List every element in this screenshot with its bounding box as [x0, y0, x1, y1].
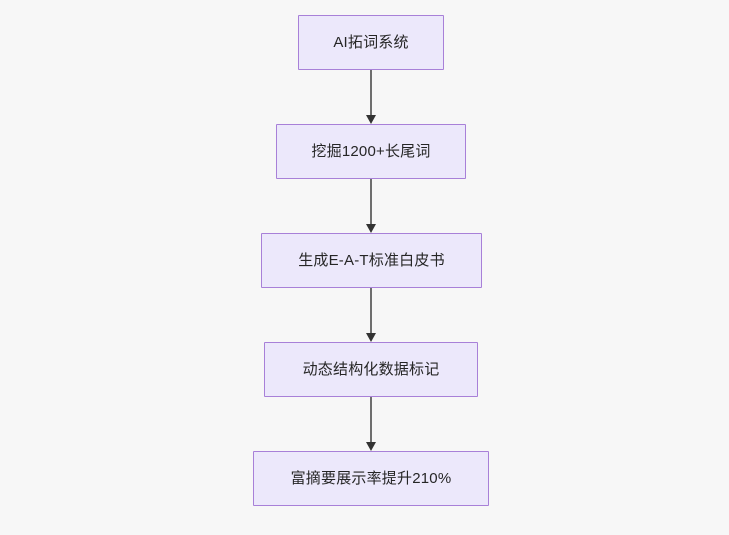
- flowchart-edge-2: [364, 179, 378, 233]
- flowchart-node-label: AI拓词系统: [333, 34, 409, 51]
- flowchart-node-label: 动态结构化数据标记: [302, 361, 440, 378]
- flowchart-node-label: 生成E-A-T标准白皮书: [298, 252, 445, 269]
- flowchart-node-2[interactable]: 挖掘1200+长尾词: [276, 124, 466, 179]
- arrow-down-icon: [366, 442, 376, 451]
- flowchart-edge-4: [364, 397, 378, 451]
- flowchart-node-3[interactable]: 生成E-A-T标准白皮书: [261, 233, 482, 288]
- arrow-down-icon: [366, 224, 376, 233]
- flowchart-node-1[interactable]: AI拓词系统: [298, 15, 444, 70]
- edge-line: [370, 70, 372, 115]
- flowchart-node-5[interactable]: 富摘要展示率提升210%: [253, 451, 489, 506]
- flowchart-node-label: 富摘要展示率提升210%: [290, 470, 452, 487]
- arrow-down-icon: [366, 333, 376, 342]
- edge-line: [370, 288, 372, 333]
- flowchart-node-4[interactable]: 动态结构化数据标记: [264, 342, 478, 397]
- flowchart-edge-1: [364, 70, 378, 124]
- flowchart-edge-3: [364, 288, 378, 342]
- flowchart-node-label: 挖掘1200+长尾词: [311, 143, 431, 160]
- arrow-down-icon: [366, 115, 376, 124]
- edge-line: [370, 179, 372, 224]
- edge-line: [370, 397, 372, 442]
